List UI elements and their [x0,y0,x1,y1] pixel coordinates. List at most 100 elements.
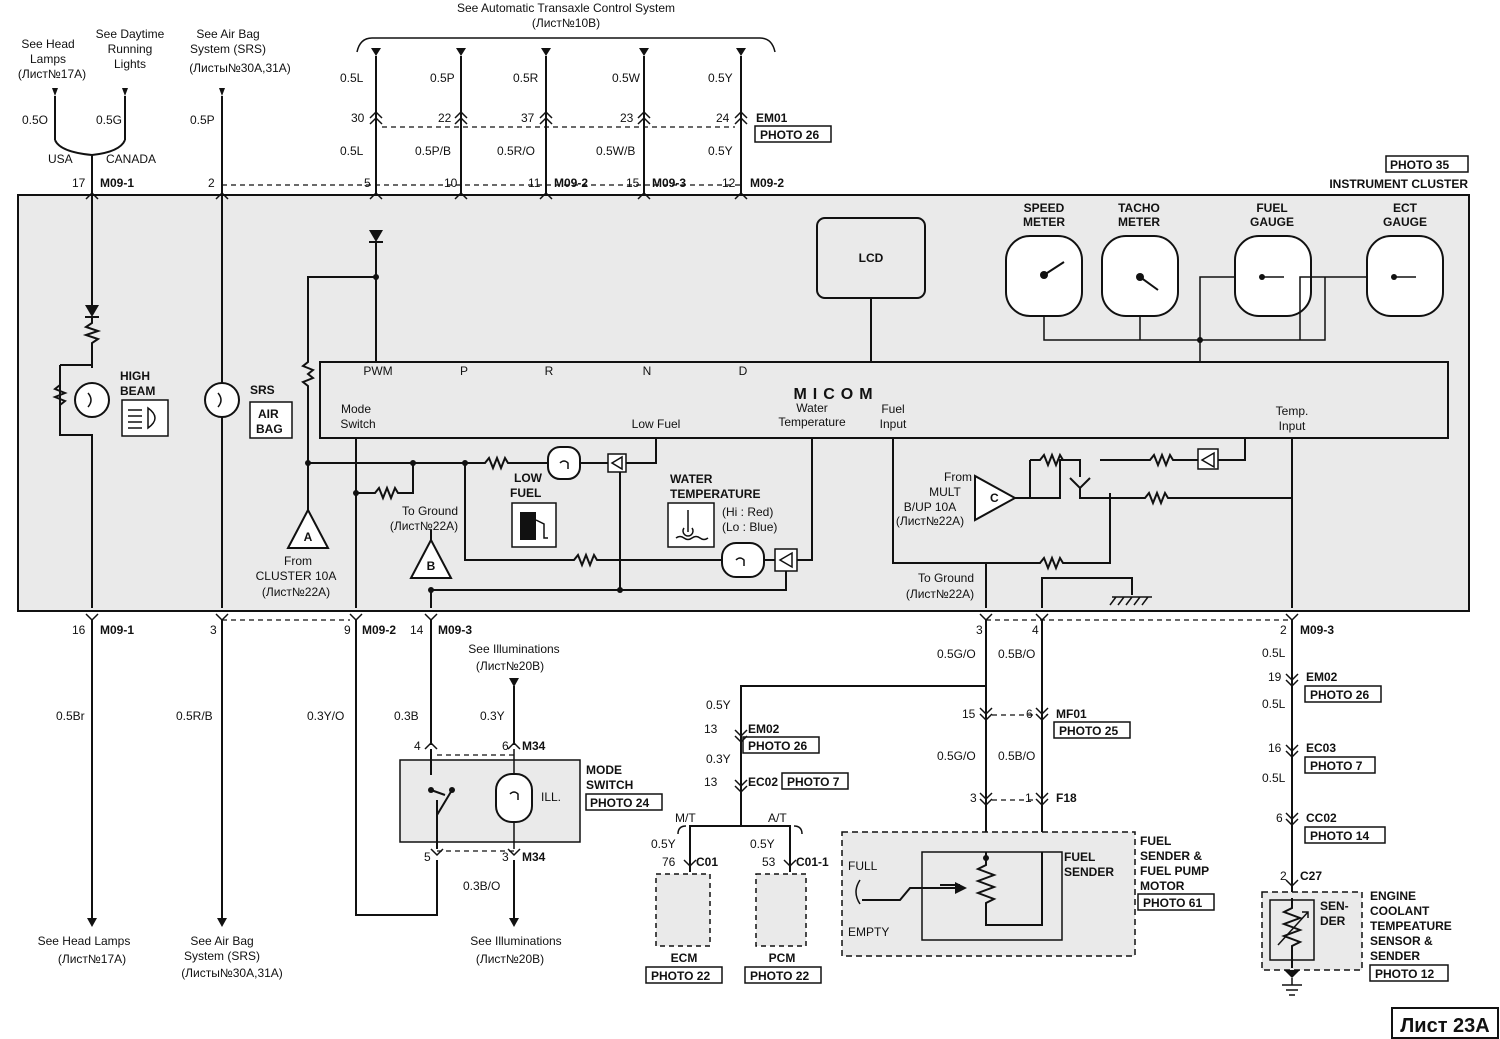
micom-low-fuel: Low Fuel [632,417,681,431]
ref-drl-1: See Daytime [96,27,165,41]
conn-em01: EM01 [756,111,788,125]
from-cluster-1: From [284,554,312,568]
gauges: SPEED METER TACHO METER FUEL GAUGE ECT G… [1005,201,1444,362]
photo-badge [744,966,822,984]
fuel-sender-label-2: SENDER [1064,865,1114,879]
pin-11: 11 [528,176,541,190]
wire-0-3y: 0.3Y [480,709,505,723]
pin-14: 14 [410,623,424,637]
conn-m09-2-top-b: M09-2 [750,176,784,190]
pin-17: 17 [72,176,86,190]
ref-headlamp-bottom-1: See Head Lamps [38,934,131,948]
fuel-sender-label-1: FUEL [1064,850,1095,864]
lcd-label: LCD [859,251,884,265]
photo-badge [1385,155,1469,173]
arrow-down-icon [217,918,227,927]
wire-0-5g: 0.5G [96,113,122,127]
internal-wiring [305,438,813,608]
micom-fuel-2: Input [880,417,907,431]
region-usa: USA [48,152,73,166]
fuel-wire-4: 0.5B/O [998,749,1035,763]
ref-airbag-top-1: See Air Bag [196,27,259,41]
ecm-pin-13b: 13 [704,775,718,789]
gauge-speed-label-2: METER [1023,215,1065,229]
fuel-empty: EMPTY [848,925,889,939]
ect-sender-label-1: SEN- [1320,899,1349,913]
conn-mf01: MF01 [1056,707,1087,721]
mode-switch-label-1: MODE [586,763,622,777]
ats-wire-upper-3: 0.5R [513,71,539,85]
ats-wire-lower-5: 0.5Y [708,144,733,158]
ecm-wire-3: 0.5Y [651,837,676,851]
ref-airbag-top-3: (Листы№30A,31A) [189,61,291,75]
mode-pin-4: 4 [414,739,421,753]
low-fuel-label-1: LOW [514,471,543,485]
temp-wire-1: 0.5L [1262,646,1286,660]
conn-m09-1-top: M09-1 [100,176,134,190]
photo-26-b: PHOTO 26 [748,739,807,753]
photo-35: PHOTO 35 [1390,158,1449,172]
conn-m09-1-bottom: M09-1 [100,623,134,637]
ats-wire-lower-3: 0.5R/O [497,144,535,158]
gear-r: R [545,364,554,378]
conn-c27: C27 [1300,869,1322,883]
conn-c01-1: C01-1 [796,855,829,869]
fuel-assy-1: FUEL [1140,834,1171,848]
ect-assy-5: SENDER [1370,949,1420,963]
conn-m09-3-temp: M09-3 [1300,623,1334,637]
temp-pin-2: 2 [1280,869,1287,883]
conn-m09-2-bottom: M09-2 [362,623,396,637]
micom-water-1: Water [796,401,828,415]
photo-22-b: PHOTO 22 [750,969,809,983]
ref-airbag-bottom-3: (Листы№30A,31A) [181,966,283,980]
airbag-icon [249,401,293,439]
temp-pin-19: 19 [1268,670,1282,684]
low-fuel-label-2: FUEL [510,486,541,500]
fuel-gauge [1234,235,1312,317]
wire-0-3yo: 0.3Y/O [307,709,344,723]
ref-drl-3: Lights [114,57,146,71]
ats-ref-line1: See Automatic Transaxle Control System [457,1,675,15]
tri-b: B [427,559,436,573]
conn-em02-ecm: EM02 [748,722,780,736]
from-cluster-3: (Лист№22A) [262,585,330,599]
arrow-down-icon [87,918,97,927]
from-cluster-2: CLUSTER 10A [256,569,337,583]
mode-pin-6: 6 [502,739,509,753]
photo-badge [781,772,849,790]
temp-pin-16: 16 [1268,741,1282,755]
ecm-pin-76: 76 [662,855,676,869]
illum-top-2: (Лист№20B) [476,659,544,673]
diode-icon [85,305,99,317]
photo-badge [1304,826,1386,844]
fuel-pin-1: 1 [1025,791,1032,805]
conn-em02-temp: EM02 [1306,670,1338,684]
diode-icon [369,230,383,242]
wire-0-5br: 0.5Br [56,709,85,723]
photo-badge [754,125,832,143]
wire-0-5p: 0.5P [190,113,215,127]
from-mult-4: (Лист№22A) [896,514,964,528]
ats-bracket [356,37,776,53]
micom-temp-2: Input [1279,419,1306,433]
fuel-wire-1: 0.5G/O [937,647,976,661]
ect-assy-4: SENSOR & [1370,934,1433,948]
ats-pin-23: 23 [620,111,634,125]
photo-7-b: PHOTO 7 [1310,759,1363,773]
temp-pin-6: 6 [1276,811,1283,825]
ats-ref-line2: (Лист№10B) [532,16,600,30]
ats-wire-upper-5: 0.5Y [708,71,733,85]
ats-wire-lower-1: 0.5L [340,144,364,158]
water-hi: (Hi : Red) [722,505,773,519]
ats-wire-upper-2: 0.5P [430,71,455,85]
high-beam-label-1: HIGH [120,369,150,383]
ecm-wire-4: 0.5Y [750,837,775,851]
srs-bulb-icon [204,382,240,418]
conn-m34-bottom: M34 [522,850,546,864]
photo-14: PHOTO 14 [1310,829,1369,843]
pin-3-bottom: 3 [210,623,217,637]
ref-headlamp-top-1: See Head [21,37,74,51]
fuel-assy-4: MOTOR [1140,879,1185,893]
photo-26-a: PHOTO 26 [760,128,819,142]
